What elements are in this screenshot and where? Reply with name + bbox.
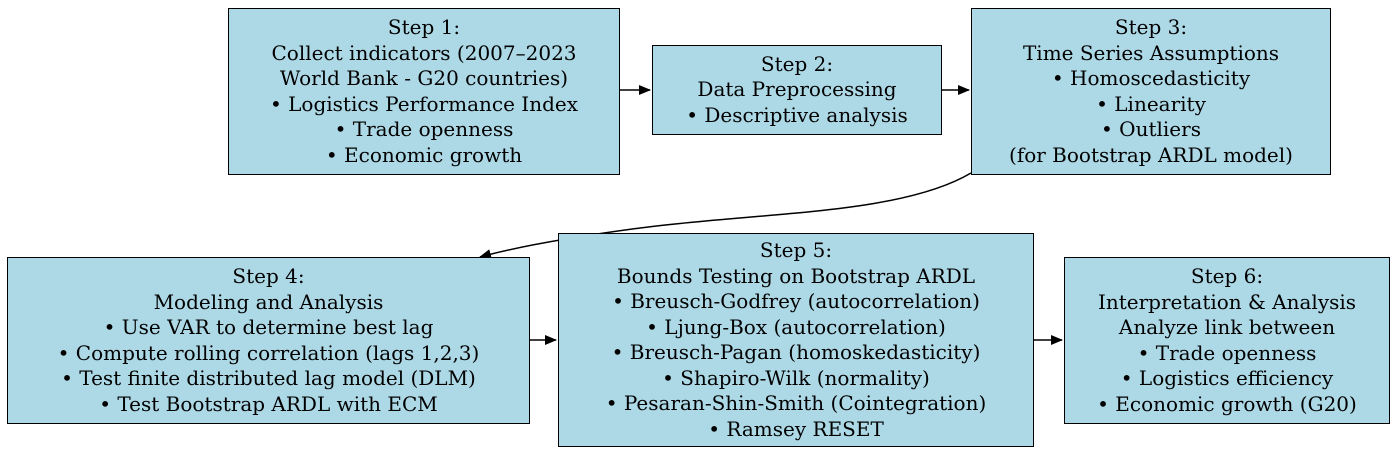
node-step4-bullet: • Test Bootstrap ARDL with ECM	[99, 391, 438, 416]
node-step3: Step 3: Time Series Assumptions • Homosc…	[971, 8, 1331, 175]
node-step1-bullet: • Logistics Performance Index	[269, 91, 579, 116]
node-step5-bullet: • Breusch-Pagan (homoskedasticity)	[611, 340, 981, 364]
node-step3-bullet: • Linearity	[1096, 91, 1206, 116]
node-step2: Step 2: Data Preprocessing • Descriptive…	[652, 45, 942, 135]
node-step5-bullet: • Shapiro-Wilk (normality)	[662, 365, 930, 390]
node-step4-bullet: • Test finite distributed lag model (DLM…	[61, 366, 476, 390]
node-step3-bullet: • Homoscedasticity	[1051, 66, 1251, 90]
node-step5-bullet: • Pesaran-Shin-Smith (Cointegration)	[605, 391, 987, 415]
node-step6-title: Step 6:	[1190, 264, 1264, 288]
node-step6-bullet: • Trade openness	[1137, 340, 1317, 365]
node-step3-text: Time Series Assumptions	[1022, 40, 1280, 65]
node-step4: Step 4: Modeling and Analysis • Use VAR …	[7, 257, 530, 424]
node-step4-bullet: • Use VAR to determine best lag	[103, 315, 434, 339]
node-step2-title: Step 2:	[760, 51, 834, 76]
node-step4-text: Modeling and Analysis	[153, 289, 384, 314]
node-step5-bullet: • Ramsey RESET	[708, 416, 884, 441]
node-step3-text: (for Bootstrap ARDL model)	[1009, 142, 1293, 167]
node-step5-bullet: • Ljung-Box (autocorrelation)	[646, 314, 946, 339]
node-step6-bullet: • Logistics efficiency	[1120, 366, 1334, 390]
node-step6: Step 6: Interpretation & Analysis Analyz…	[1064, 257, 1390, 424]
node-step3-bullet: • Outliers	[1101, 117, 1201, 141]
node-step3-title: Step 3:	[1114, 15, 1188, 39]
node-step5-title: Step 5:	[759, 238, 833, 262]
node-step4-bullet: • Compute rolling correlation (lags 1,2,…	[57, 340, 480, 365]
node-step2-text: Data Preprocessing	[697, 77, 897, 102]
node-step1-bullet: • Trade openness	[334, 117, 514, 141]
node-step1-text: World Bank - G20 countries)	[279, 66, 569, 90]
node-step6-bullet: • Economic growth (G20)	[1097, 391, 1357, 416]
node-step5-bullet: • Breusch-Godfrey (autocorrelation)	[612, 289, 980, 313]
node-step4-title: Step 4:	[232, 264, 305, 288]
node-step2-bullet: • Descriptive analysis	[686, 102, 908, 127]
node-step5-text: Bounds Testing on Bootstrap ARDL	[616, 263, 976, 288]
node-step1-bullet: • Economic growth	[325, 142, 523, 167]
node-step1-title: Step 1:	[387, 15, 461, 39]
node-step5: Step 5: Bounds Testing on Bootstrap ARDL…	[558, 233, 1034, 447]
node-step1: Step 1: Collect indicators (2007–2023 Wo…	[228, 8, 620, 175]
node-step1-text: Collect indicators (2007–2023	[271, 40, 577, 65]
node-step6-text: Interpretation & Analysis	[1097, 289, 1357, 314]
node-step6-text: Analyze link between	[1118, 315, 1336, 339]
